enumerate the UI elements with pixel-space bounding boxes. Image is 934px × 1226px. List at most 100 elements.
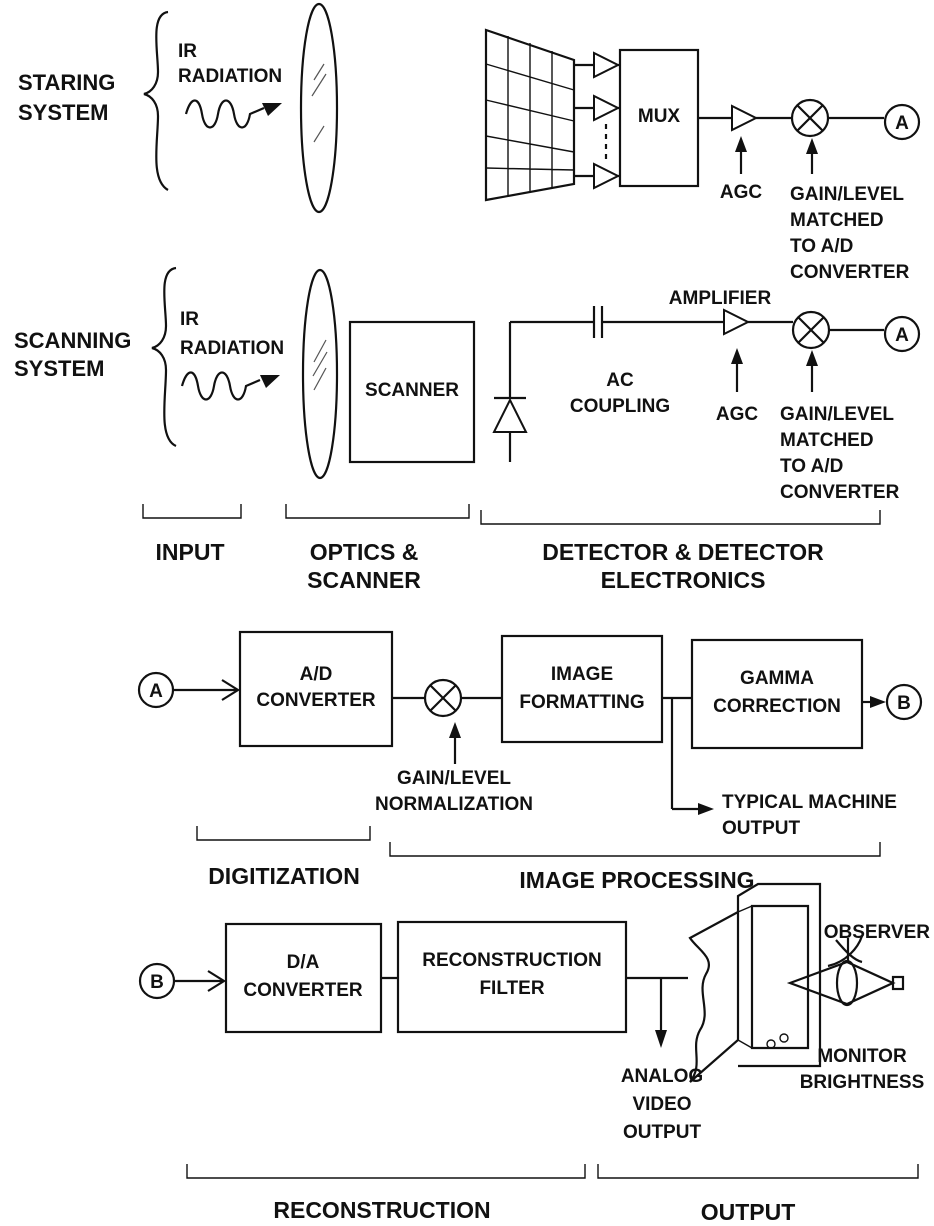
reconstruction-filter-box [396,920,628,1034]
staring-connector-a-label: A [895,113,909,134]
staring-lens-icon [299,2,339,214]
image-formatting-box [500,634,664,744]
machine-output-label-2: OUTPUT [722,818,801,839]
monitor-brightness-label-2: BRIGHTNESS [800,1072,925,1093]
monitor-brightness-lens-icon [786,959,905,1007]
scanning-ir-label: IR [180,309,199,330]
scanning-radiation-label: RADIATION [180,338,284,359]
da-converter-label-2: CONVERTER [243,980,363,1001]
gamma-correction-label: GAMMA [740,668,814,689]
staring-ir-arrow-icon [262,103,282,116]
digitization-bracket [196,826,371,841]
processing-connector-b-label: B [897,693,911,714]
detector-section-label: DETECTOR & DETECTOR [542,539,824,565]
staring-connector-a [883,103,921,141]
machine-output-label: TYPICAL MACHINE [722,792,897,813]
scanner-label: SCANNER [365,380,459,401]
scanning-gain-label-2: MATCHED [780,430,874,451]
processing-connector-a-label: A [149,681,163,702]
staring-gain-label: GAIN/LEVEL [790,184,904,205]
display-connector-b-label: B [150,972,164,993]
scanning-ir-wave-icon [180,371,261,401]
staring-brace [143,10,169,191]
observer-eye-icon [827,935,864,968]
input-section-label: INPUT [156,539,225,565]
scanning-lens-icon [301,268,339,480]
staring-radiation-label: RADIATION [178,66,282,87]
preamp-2-icon [593,94,621,122]
processing-connector-b [885,683,923,721]
staring-system-label-2: SYSTEM [18,100,108,125]
scanning-ir-arrow-icon [260,375,280,388]
image-formatting-label-2: FORMATTING [519,692,644,713]
detector-array-icon [484,28,576,202]
scanning-gain-label-4: CONVERTER [780,482,900,503]
scanning-gain-label: GAIN/LEVEL [780,404,894,425]
scanning-system: SCANNING SYSTEM IR RADIATION SCANNER AC … [14,266,921,503]
output-bracket [597,1164,919,1179]
output-section-label: OUTPUT [701,1199,796,1225]
display-chain: B D/A CONVERTER RECONSTRUCTION FILTER AN… [138,882,931,1225]
staring-agc-label: AGC [720,182,763,203]
da-converter-label: D/A [287,952,320,973]
staring-ir-wave-icon [184,99,265,129]
monitor-brightness-label: MONITOR [817,1046,907,1067]
front-end-sections: INPUT OPTICS & SCANNER DETECTOR & DETECT… [142,504,881,593]
ad-converter-label: A/D [300,664,333,685]
scanning-connector-a [883,315,921,353]
scanning-amplifier-icon [723,308,751,336]
staring-gain-label-2: MATCHED [790,210,884,231]
mux-label: MUX [638,106,681,127]
image-processing-section-label: IMAGE PROCESSING [519,867,754,893]
scanning-gain-label-3: TO A/D [780,456,843,477]
gamma-correction-label-2: CORRECTION [713,696,841,717]
ac-coupling-label: AC [606,370,634,391]
scanning-system-label-2: SYSTEM [14,356,104,381]
staring-multiplier-icon [790,98,830,138]
reconstruction-filter-label: RECONSTRUCTION [422,950,601,971]
observer-label: OBSERVER [824,922,931,943]
ac-coupling-label-2: COUPLING [570,396,670,417]
photodiode-icon [492,322,528,462]
analog-video-label: ANALOG [621,1066,703,1087]
input-bracket [142,504,242,519]
ac-coupling-capacitor-icon [592,306,604,338]
normalization-label-2: NORMALIZATION [375,794,533,815]
scanner-box [348,320,476,464]
staring-system: STARING SYSTEM IR RADIATION MUX [18,2,921,283]
scanning-agc-label: AGC [716,404,759,425]
da-converter-box [224,922,383,1034]
gamma-correction-box [690,638,864,750]
scanning-system-label: SCANNING [14,328,131,353]
analog-video-label-2: VIDEO [632,1094,691,1115]
detector-bracket [480,510,881,525]
analog-video-label-3: OUTPUT [623,1122,702,1143]
staring-system-label: STARING [18,70,115,95]
scanning-multiplier-icon [791,310,831,350]
optics-section-label-2: SCANNER [307,567,421,593]
optics-section-label: OPTICS & [310,539,419,565]
reconstruction-filter-label-2: FILTER [479,978,544,999]
staring-ir-label: IR [178,41,197,62]
image-formatting-label: IMAGE [551,664,613,685]
staring-agc-amp-icon [731,104,759,132]
ad-converter-box [238,630,394,748]
preamp-1-icon [593,51,621,79]
processing-chain: A A/D CONVERTER GAIN/LEVEL NORMALIZATION… [137,630,923,893]
staring-gain-label-3: TO A/D [790,236,853,257]
scanning-connector-a-label: A [895,325,909,346]
digitization-section-label: DIGITIZATION [208,863,360,889]
image-processing-bracket [389,842,881,857]
staring-gain-label-4: CONVERTER [790,262,910,283]
normalization-multiplier-icon [423,678,463,718]
monitor-icon [688,882,822,1083]
scanning-brace [151,266,177,448]
mux-box [618,48,700,188]
ad-converter-label-2: CONVERTER [256,690,376,711]
optics-bracket [285,504,470,519]
preamp-3-icon [593,162,621,190]
reconstruction-section-label: RECONSTRUCTION [273,1197,490,1223]
reconstruction-bracket [186,1164,586,1179]
detector-section-label-2: ELECTRONICS [601,567,766,593]
